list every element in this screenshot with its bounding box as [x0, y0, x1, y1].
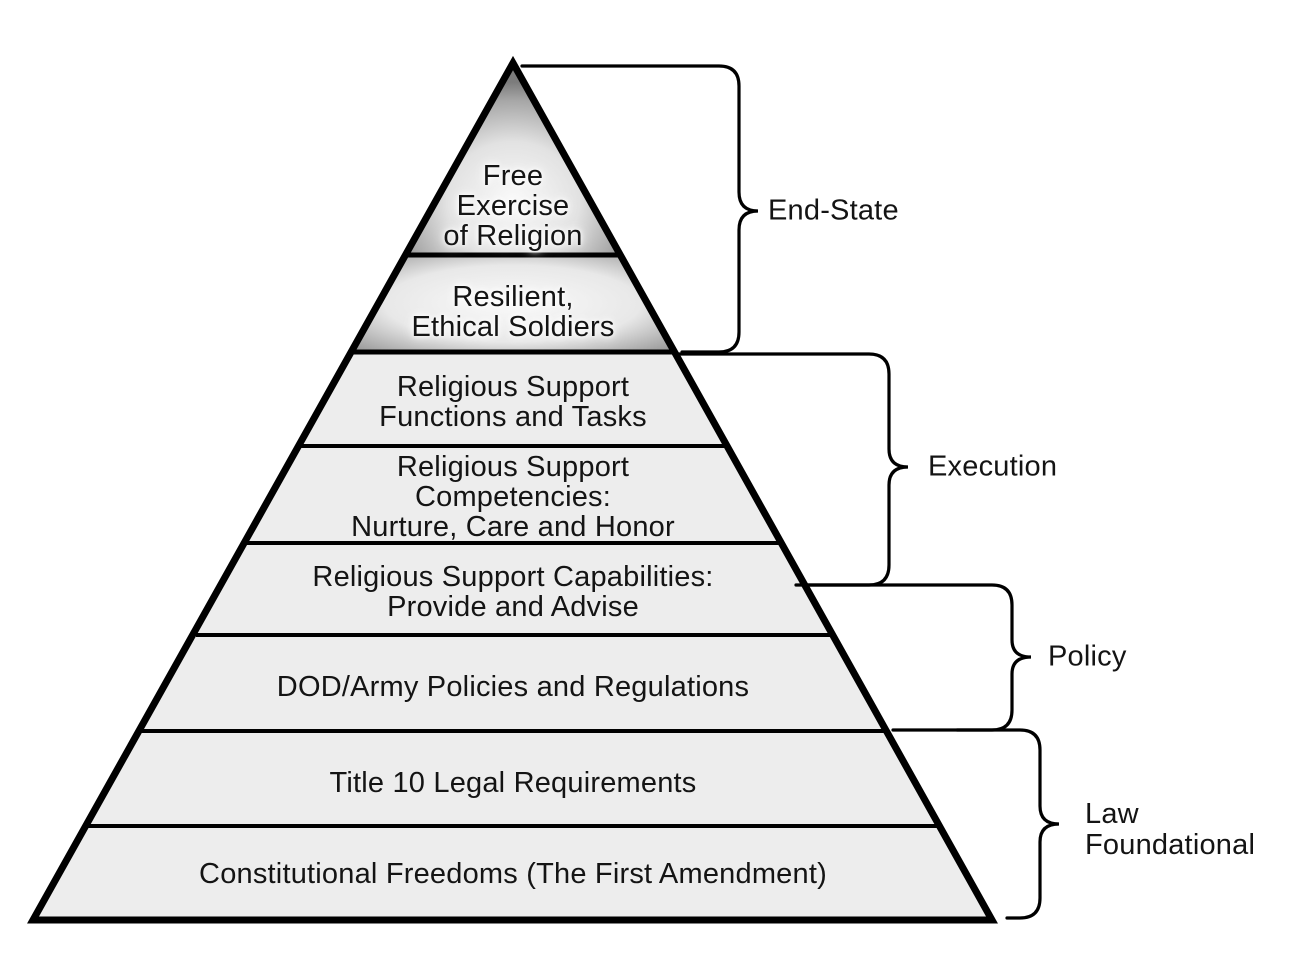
level-text-line: Ethical Soldiers [411, 311, 615, 343]
level-free-exercise-label: Free Exercise of Religion [443, 161, 582, 251]
level-constitutional-label: Constitutional Freedoms (The First Amend… [199, 859, 827, 889]
level-text-line: Religious Support Capabilities: [312, 561, 714, 593]
level-text-line: Functions and Tasks [379, 401, 647, 433]
level-text-line: Constitutional Freedoms (The First Amend… [199, 858, 827, 890]
level-dividers [88, 252, 940, 828]
end-state-label: End-State [768, 194, 899, 227]
level-text-line: Resilient, [452, 281, 574, 313]
level-text-line: Religious Support [396, 451, 630, 483]
pyramid-outline [27, 55, 998, 924]
level-functions-tasks-label: Religious Support Functions and Tasks [379, 372, 647, 432]
level-text-line: Title 10 Legal Requirements [329, 767, 697, 799]
level-dod-policies-label: DOD/Army Policies and Regulations [277, 672, 749, 702]
end-state-brace [520, 64, 759, 354]
law-foundational-brace [955, 728, 1060, 920]
execution-brace [675, 352, 909, 587]
level-title10-label: Title 10 Legal Requirements [329, 768, 696, 798]
level-text-line: of Religion [443, 220, 583, 252]
segment-free-exercise [406, 63, 620, 255]
level-text-line: Provide and Advise [387, 591, 639, 623]
policy-label: Policy [1048, 640, 1127, 673]
level-text-line: DOD/Army Policies and Regulations [276, 671, 750, 703]
pyramid-body [33, 63, 992, 920]
level-competencies-label: Religious Support Competencies: Nurture,… [351, 452, 675, 542]
execution-label: Execution [928, 450, 1058, 483]
bracket-text-line: Law [1085, 798, 1139, 830]
law-foundational-label: Law Foundational [1085, 799, 1255, 861]
level-text-line: Nurture, Care and Honor [351, 511, 675, 543]
level-text-line: Exercise [456, 190, 570, 222]
level-capabilities-label: Religious Support Capabilities: Provide … [312, 562, 713, 622]
policy-brace [804, 583, 1032, 732]
segment-resilient-soldiers [351, 255, 674, 352]
level-text-line: Religious Support [396, 371, 630, 403]
level-text-line: Competencies: [414, 481, 612, 513]
level-text-line: Free [482, 160, 544, 192]
level-resilient-soldiers-label: Resilient, Ethical Soldiers [411, 282, 614, 342]
bracket-text-line: Foundational [1085, 829, 1256, 861]
